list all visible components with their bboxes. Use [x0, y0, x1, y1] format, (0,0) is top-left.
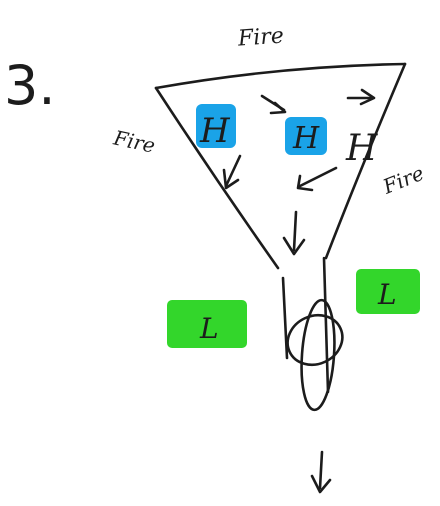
arrow-down-icon: [282, 210, 306, 256]
funnel-stem: [281, 256, 330, 394]
fire-label-top: Fire: [236, 24, 284, 52]
arrow-right-icon: [260, 94, 287, 115]
low-label: L: [377, 278, 397, 311]
high-label: H: [199, 111, 231, 151]
fire-label-left: Fire: [111, 125, 158, 157]
step-number: 3.: [4, 54, 56, 117]
high-highlight: [285, 117, 327, 155]
arrow-right-icon: [346, 88, 376, 106]
funnel-outline: [154, 62, 407, 270]
arrow-down-left-icon: [222, 154, 242, 190]
low-highlight: [356, 269, 420, 314]
fire-label-right: Fire: [379, 161, 428, 199]
arrow-down-icon: [310, 450, 332, 494]
high-highlight: [196, 104, 236, 148]
vortex-swirl: [286, 298, 344, 412]
arrow-left-icon: [296, 166, 338, 192]
low-highlight: [167, 300, 247, 348]
low-label: L: [199, 312, 219, 345]
high-label: H: [292, 121, 320, 156]
high-label: H: [345, 128, 378, 169]
